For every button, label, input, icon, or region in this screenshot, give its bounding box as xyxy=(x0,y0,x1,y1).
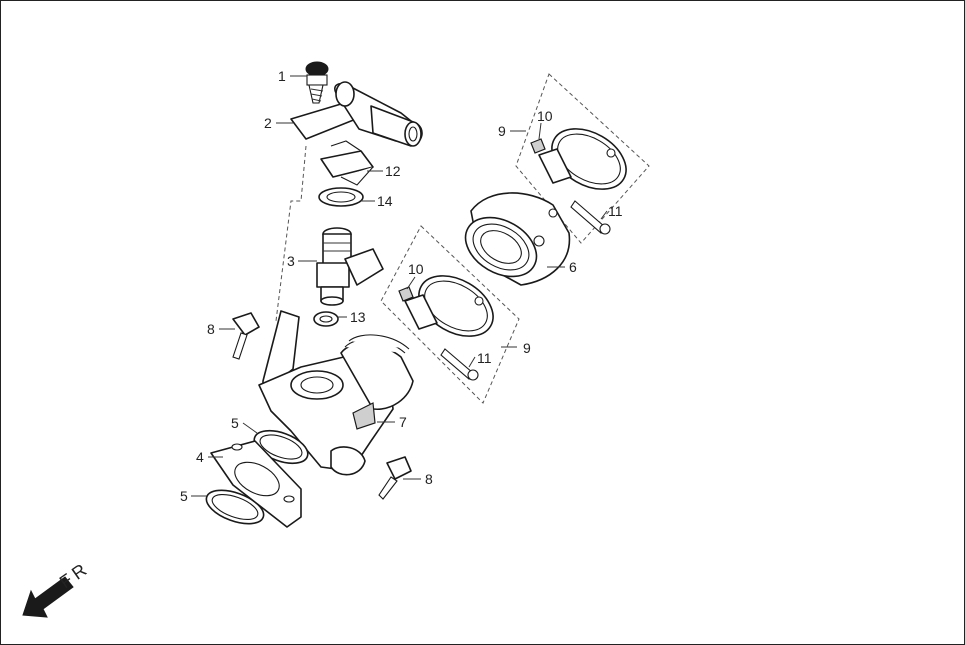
fuel-connector-part-2 xyxy=(290,81,423,147)
callout-11-upper: 11 xyxy=(608,203,623,219)
o-ring-part-13 xyxy=(313,311,339,327)
callout-14: 14 xyxy=(377,193,393,209)
assembly-outline-lower xyxy=(380,225,520,404)
fuel-injector-part-3 xyxy=(316,227,384,306)
clamp-nut-part-10-upper xyxy=(530,138,546,154)
intake-manifold-part-7 xyxy=(258,310,414,476)
callout-3: 3 xyxy=(287,253,295,269)
callout-10-lower: 10 xyxy=(408,261,424,277)
assembly-outline-injector xyxy=(275,145,307,322)
assembly-outline-upper xyxy=(515,73,650,244)
intake-boot-part-6 xyxy=(464,192,571,286)
hose-clamp-part-9-upper xyxy=(538,128,627,190)
callout-2: 2 xyxy=(264,115,272,131)
callout-10-upper: 10 xyxy=(537,108,553,124)
bolt-part-1 xyxy=(305,61,329,104)
clamp-screw-part-11-lower xyxy=(440,348,479,381)
callout-8-lower: 8 xyxy=(425,471,433,487)
retaining-clip-part-12 xyxy=(320,140,374,186)
callout-11-lower: 11 xyxy=(477,350,492,366)
arrow-down-left-icon xyxy=(22,576,74,618)
callout-12: 12 xyxy=(385,163,401,179)
leader-lines xyxy=(191,75,608,497)
flange-bolt-part-8-lower xyxy=(378,456,412,500)
hose-clamp-part-9-lower xyxy=(404,275,494,337)
insulator-flange-part-4 xyxy=(210,440,302,528)
callout-5-upper: 5 xyxy=(231,415,239,431)
clamp-nut-part-10-lower xyxy=(398,286,414,302)
clamp-screw-part-11-upper xyxy=(570,200,611,235)
callout-1: 1 xyxy=(278,68,286,84)
callout-13: 13 xyxy=(350,309,366,325)
callout-8-upper: 8 xyxy=(207,321,215,337)
flange-bolt-part-8-upper xyxy=(232,312,260,360)
callout-9-lower: 9 xyxy=(523,340,531,356)
callout-7: 7 xyxy=(399,414,407,430)
callout-6: 6 xyxy=(569,259,577,275)
callout-9-upper: 9 xyxy=(498,123,506,139)
o-ring-part-14 xyxy=(318,187,364,207)
callout-5-lower: 5 xyxy=(180,488,188,504)
callout-4: 4 xyxy=(196,449,204,465)
